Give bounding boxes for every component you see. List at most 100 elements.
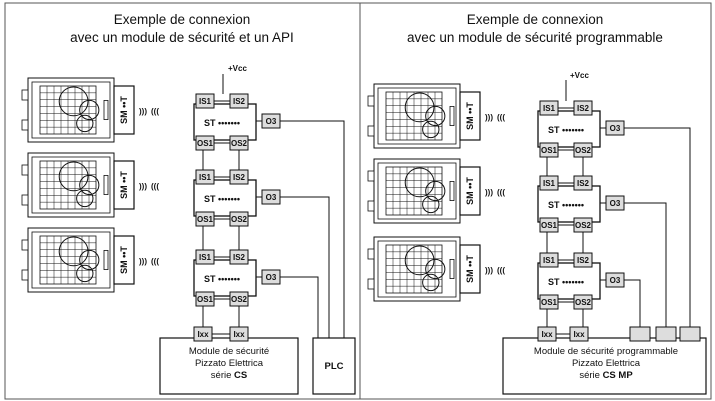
st-label-R-1: ST ••••••• <box>548 200 584 210</box>
signal-waves-right: ((( <box>497 266 505 275</box>
door-frame-L-0 <box>31 81 111 139</box>
st-unit-R-1 <box>537 185 601 223</box>
plc-box <box>312 337 356 395</box>
sm-sensor-label: SM ••T <box>119 171 129 199</box>
signal-waves-right: ((( <box>497 188 505 197</box>
is1-R-2-label: IS1 <box>543 256 556 265</box>
os2-R-0-label: OS2 <box>575 146 592 155</box>
module-line2: Pizzato Elettrica <box>195 358 264 369</box>
st-label-L-0: ST ••••••• <box>204 118 240 128</box>
sm-sensor-label: SM ••T <box>465 177 475 205</box>
os2-R-1-label: OS2 <box>575 221 592 230</box>
sm-sensor-L-2 <box>113 235 135 285</box>
st-unit-L-0 <box>193 103 257 141</box>
ixx2-L-label: Ixx <box>233 330 245 339</box>
hinge-bottom-R-2 <box>367 278 375 290</box>
sm-sensor-label: SM ••T <box>119 246 129 274</box>
signal-waves-left: ))) <box>139 107 147 116</box>
door-latch-L-2 <box>103 249 109 270</box>
os2-L-0-label: OS2 <box>231 139 248 148</box>
signal-waves-right: ((( <box>497 113 505 122</box>
o3-wire-2-R <box>624 202 667 327</box>
o3-wire-3-L <box>280 276 319 338</box>
door-latch-R-0 <box>449 106 455 127</box>
os1-R-0-label: OS1 <box>541 146 558 155</box>
is1-R-1-label: IS1 <box>543 179 556 188</box>
signal-waves-right: ((( <box>151 182 159 191</box>
prog-input-1 <box>655 326 677 342</box>
is1-L-0-label: IS1 <box>199 97 212 106</box>
o3-L-0-label: O3 <box>266 117 277 126</box>
door-frame-R-0 <box>377 87 457 145</box>
door-fan-large-L-2 <box>58 236 89 267</box>
right-title-line2: avec un module de sécurité programmable <box>407 30 663 45</box>
door-fan-mid-R-1 <box>425 180 446 202</box>
signal-waves-left: ))) <box>485 113 493 122</box>
st-label-R-2: ST ••••••• <box>548 277 584 287</box>
os1-L-0-label: OS1 <box>197 139 214 148</box>
door-fan-mid-R-0 <box>425 105 446 127</box>
door-frame-L-2 <box>31 231 111 289</box>
door-frame-R-2 <box>377 240 457 298</box>
sm-sensor-L-1 <box>113 160 135 210</box>
hinge-top-R-0 <box>367 95 375 107</box>
door-fan-mid-L-1 <box>79 174 100 196</box>
door-fan-large-R-1 <box>404 167 435 198</box>
door-fan-small-R-1 <box>422 195 440 214</box>
os2-L-2-label: OS2 <box>231 295 248 304</box>
o3-wire-1-L <box>280 120 345 338</box>
o3-R-0-label: O3 <box>610 124 621 133</box>
right-panel-title: Exemple de connexion avec un module de s… <box>362 11 708 47</box>
os1-L-1-label: OS1 <box>197 215 214 224</box>
sm-sensor-R-2 <box>459 244 481 294</box>
door-fan-small-L-2 <box>76 264 94 283</box>
hinge-top-L-0 <box>21 89 29 101</box>
left-panel-title: Exemple de connexion avec un module de s… <box>8 11 356 47</box>
st-unit-R-0 <box>537 110 601 148</box>
safety-module-box <box>159 337 299 395</box>
left-title-line1: Exemple de connexion <box>113 12 251 27</box>
door-fan-mid-L-0 <box>79 99 100 121</box>
sm-sensor-label: SM ••T <box>465 102 475 130</box>
signal-waves-left: ))) <box>139 257 147 266</box>
vcc-label-left: +Vcc <box>228 64 247 73</box>
is2-L-1-label: IS2 <box>233 173 246 182</box>
door-fan-mid-L-2 <box>79 249 100 271</box>
o3-wire-1-R <box>624 127 691 327</box>
door-housing-R-0 <box>373 83 461 149</box>
vcc-label-right: +Vcc <box>570 71 589 80</box>
st-label-L-2: ST ••••••• <box>204 274 240 284</box>
door-housing-L-1 <box>27 152 115 218</box>
ixx1-R-label: Ixx <box>541 330 553 339</box>
prog-module-line3: série CS MP <box>579 370 633 381</box>
is1-L-2-label: IS1 <box>199 253 212 262</box>
hinge-top-L-1 <box>21 164 29 176</box>
door-housing-R-2 <box>373 236 461 302</box>
is1-R-0-label: IS1 <box>543 104 556 113</box>
sm-sensor-R-0 <box>459 91 481 141</box>
prog-module-line1: Module de sécurité programmable <box>534 346 678 357</box>
prog-input-2 <box>679 326 701 342</box>
os2-R-2-label: OS2 <box>575 298 592 307</box>
door-fan-large-R-0 <box>404 92 435 123</box>
is2-L-0-label: IS2 <box>233 97 246 106</box>
os2-L-1-label: OS2 <box>231 215 248 224</box>
hinge-top-R-2 <box>367 248 375 260</box>
left-title-line2: avec un module de sécurité et un API <box>70 30 294 45</box>
o3-wire-3-R <box>624 279 641 327</box>
door-fan-small-L-0 <box>76 114 94 133</box>
door-latch-L-0 <box>103 100 109 121</box>
prog-module-line2: Pizzato Elettrica <box>572 358 641 369</box>
is2-R-2-label: IS2 <box>577 256 590 265</box>
door-fan-large-L-0 <box>58 86 89 117</box>
hinge-bottom-L-2 <box>21 269 29 281</box>
is1-L-1-label: IS1 <box>199 173 212 182</box>
right-panel-frame <box>359 2 712 400</box>
sm-sensor-label: SM ••T <box>119 96 129 124</box>
door-fan-small-R-0 <box>422 120 440 139</box>
st-label-L-1: ST ••••••• <box>204 194 240 204</box>
door-fan-small-R-2 <box>422 273 440 292</box>
o3-R-1-label: O3 <box>610 199 621 208</box>
door-fan-mid-R-2 <box>425 258 446 280</box>
